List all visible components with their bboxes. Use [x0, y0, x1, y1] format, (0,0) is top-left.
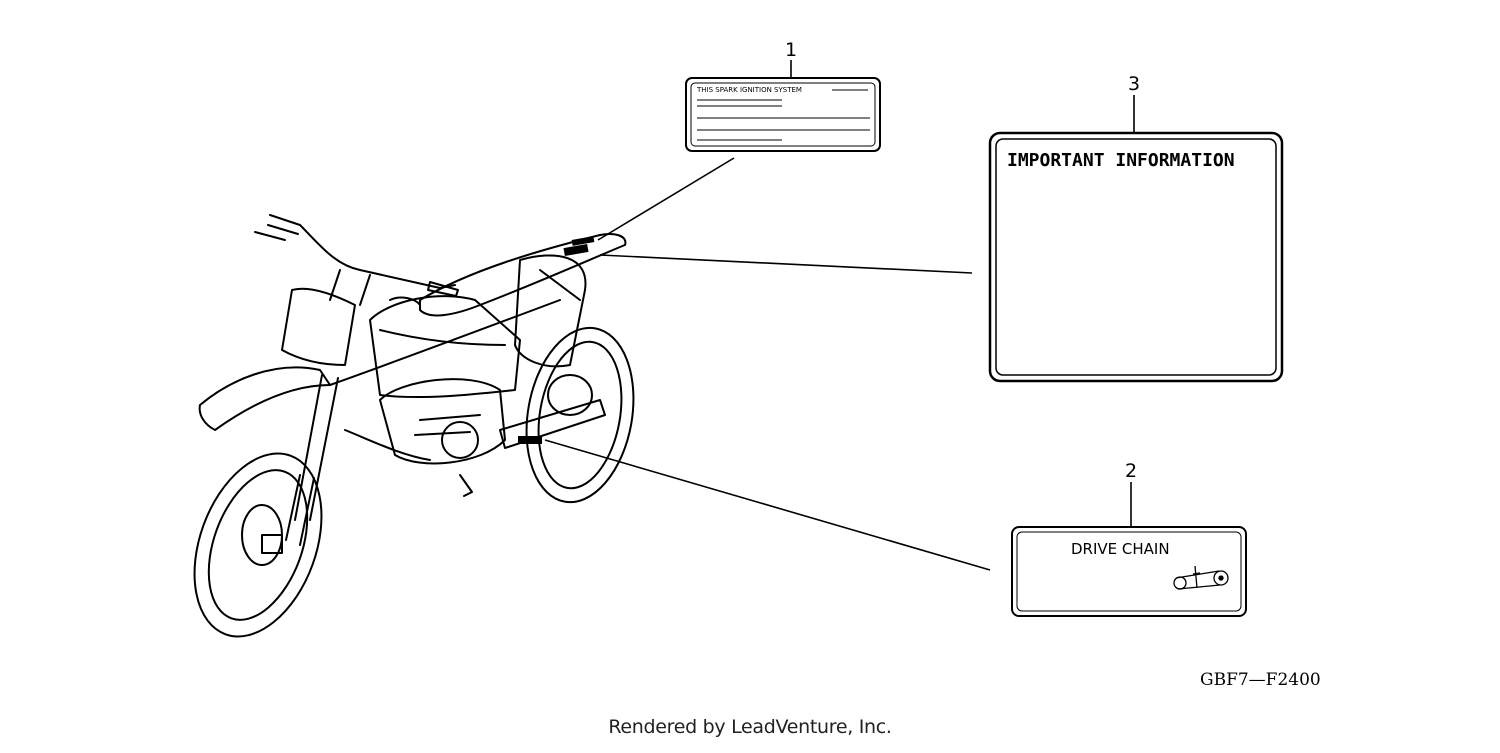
label-1-spark-ignition: THIS SPARK IGNITION SYSTEM — [685, 77, 881, 152]
diagram-reference-code: GBF7—F2400 — [1200, 670, 1321, 690]
drive-chain-icon — [1173, 565, 1229, 590]
label-markers — [518, 236, 595, 444]
callout-number-3: 3 — [1128, 73, 1140, 95]
label-3-important-information: IMPORTANT INFORMATION — [988, 131, 1284, 383]
label-2-title: DRIVE CHAIN — [1071, 540, 1170, 558]
label-3-title: IMPORTANT INFORMATION — [1007, 150, 1235, 171]
motorcycle-illustration — [193, 214, 635, 638]
label-1-text: THIS SPARK IGNITION SYSTEM — [696, 86, 802, 94]
label-2-drive-chain: DRIVE CHAIN — [1011, 526, 1247, 617]
footer-credit: Rendered by LeadVenture, Inc. — [608, 716, 892, 738]
callout-number-1: 1 — [785, 39, 797, 61]
callout-numbers: 1 3 2 — [785, 39, 1140, 482]
leader-lines — [544, 60, 1135, 571]
callout-number-2: 2 — [1125, 460, 1137, 482]
